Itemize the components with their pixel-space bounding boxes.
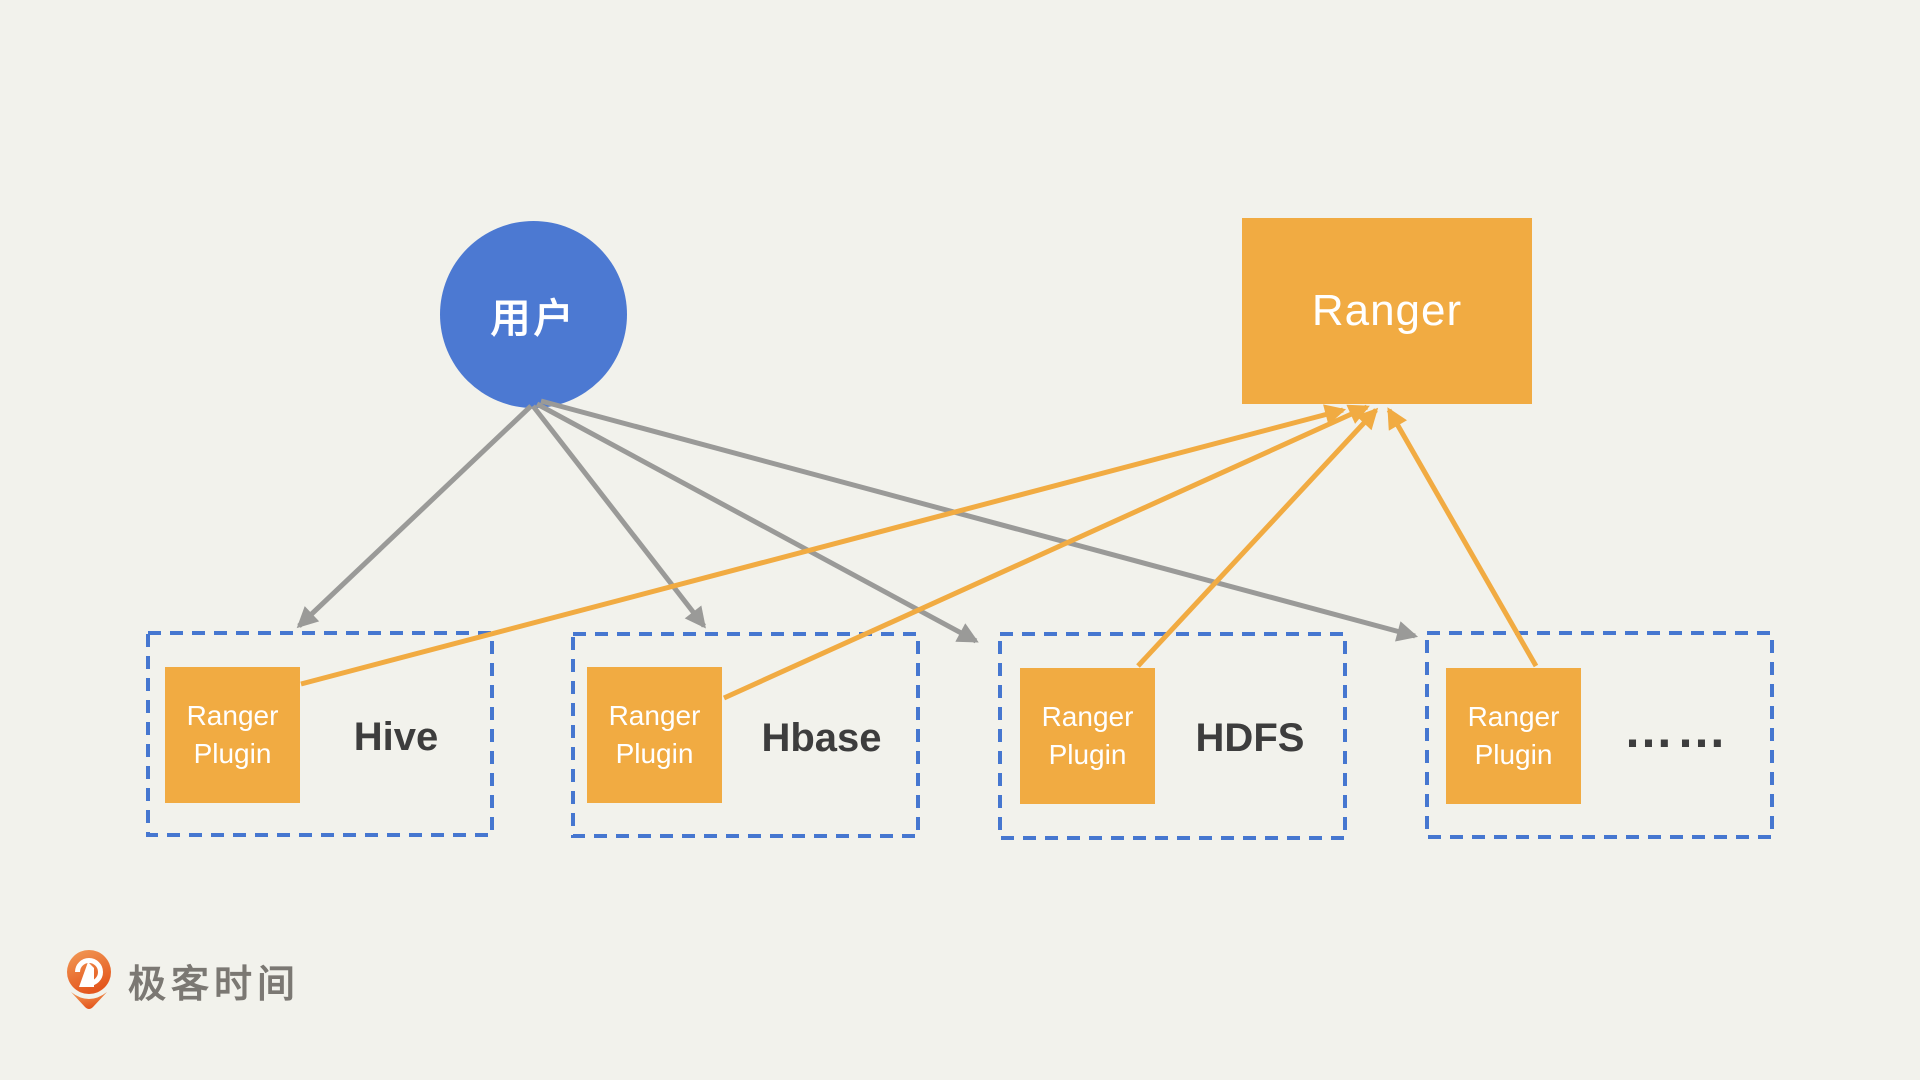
arrow-user-to-hdfs <box>535 401 979 644</box>
arrow-user-to-hbase <box>531 404 706 629</box>
hbase-ranger-plugin-badge: Ranger Plugin <box>587 667 722 803</box>
arrow-hdfs-plugin-to-ranger <box>1136 407 1379 668</box>
geektime-logo: 极客时间 <box>64 948 300 1012</box>
plugin-label: Ranger Plugin <box>1041 701 1134 770</box>
arrow-user-to-more <box>540 398 1419 642</box>
arrow-hbase-plugin-to-ranger <box>722 404 1370 701</box>
service-label-hdfs: HDFS <box>1195 715 1305 760</box>
user-node: 用户 <box>440 221 627 408</box>
service-label-more: …… <box>1623 702 1730 758</box>
ranger-node-label: Ranger <box>1311 286 1463 335</box>
arrow-user-to-hive <box>296 404 533 629</box>
geektime-logo-text: 极客时间 <box>128 963 301 1006</box>
hive-ranger-plugin-badge: Ranger Plugin <box>165 667 300 803</box>
user-node-label: 用户 <box>490 296 577 341</box>
hdfs-ranger-plugin-badge: Ranger Plugin <box>1020 668 1155 804</box>
more-ranger-plugin-badge: Ranger Plugin <box>1446 668 1581 804</box>
arrow-more-plugin-to-ranger <box>1386 407 1539 668</box>
plugin-label: Ranger Plugin <box>186 700 279 769</box>
arrow-hive-plugin-to-ranger <box>300 404 1347 687</box>
plugin-label: Ranger Plugin <box>608 700 701 769</box>
service-label-hive: Hive <box>353 714 439 759</box>
plugin-label: Ranger Plugin <box>1467 701 1560 770</box>
service-label-hbase: Hbase <box>761 715 882 760</box>
ranger-node: Ranger <box>1242 218 1532 404</box>
geektime-logo-icon <box>67 950 111 1009</box>
